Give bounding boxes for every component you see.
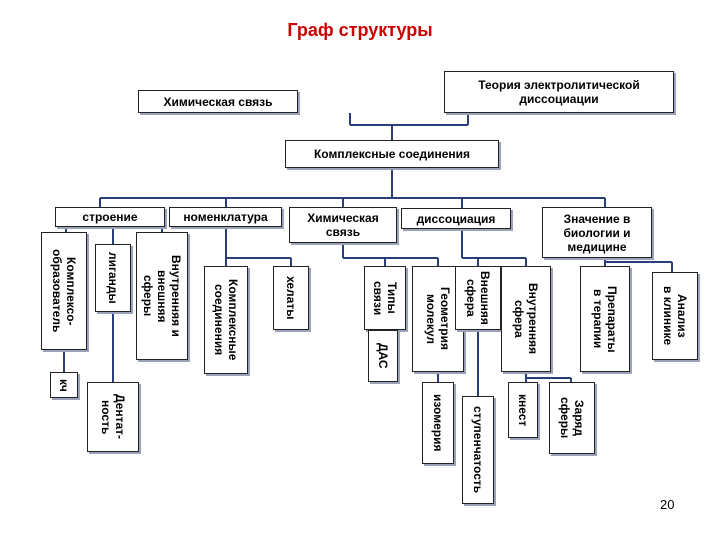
node-outer-sphere: Внешняя сфера [455, 266, 501, 330]
node-das: ДАС [368, 330, 398, 382]
node-chemical-bond-top: Химическая связь [138, 90, 298, 113]
node-chelates: хелаты [273, 266, 309, 330]
node-bond-types: Типы связи [364, 266, 406, 330]
node-nomenclature: номенклатура [169, 207, 282, 227]
node-stepwise: ступенчатость [462, 396, 494, 504]
node-complex-compounds: Комплексные соединения [285, 140, 499, 168]
node-therapy-drugs: Препараты в терапии [580, 266, 630, 372]
node-denticity: Дентат- ность [87, 382, 139, 452]
node-isomerism: изомерия [422, 382, 454, 464]
node-knest: кнест [508, 382, 538, 438]
diagram-title: Граф структуры [287, 20, 433, 40]
node-structure: строение [55, 207, 165, 227]
node-inner-sphere: Внутренняя сфера [501, 266, 551, 372]
node-complexing-agent: Комплексо- образователь [41, 232, 87, 350]
node-theory: Теория электролитической диссоциации [444, 71, 674, 113]
node-dissociation: диссоциация [401, 208, 511, 229]
node-sphere-charge: Заряд сферы [549, 382, 595, 454]
node-coordination-number: кч [50, 372, 78, 398]
node-clinic-analysis: Анализ в клинике [652, 272, 698, 360]
node-significance: Значение в биологии и медицине [542, 207, 652, 258]
node-inner-outer-spheres: Внутренняя и внешняя сферы [136, 232, 188, 360]
node-ligands: лиганды [95, 244, 131, 312]
node-complex-compounds-sub: Комплексные соединения [204, 266, 248, 374]
page-number: 20 [660, 497, 675, 512]
node-chemical-bond: Химическая связь [289, 207, 397, 243]
